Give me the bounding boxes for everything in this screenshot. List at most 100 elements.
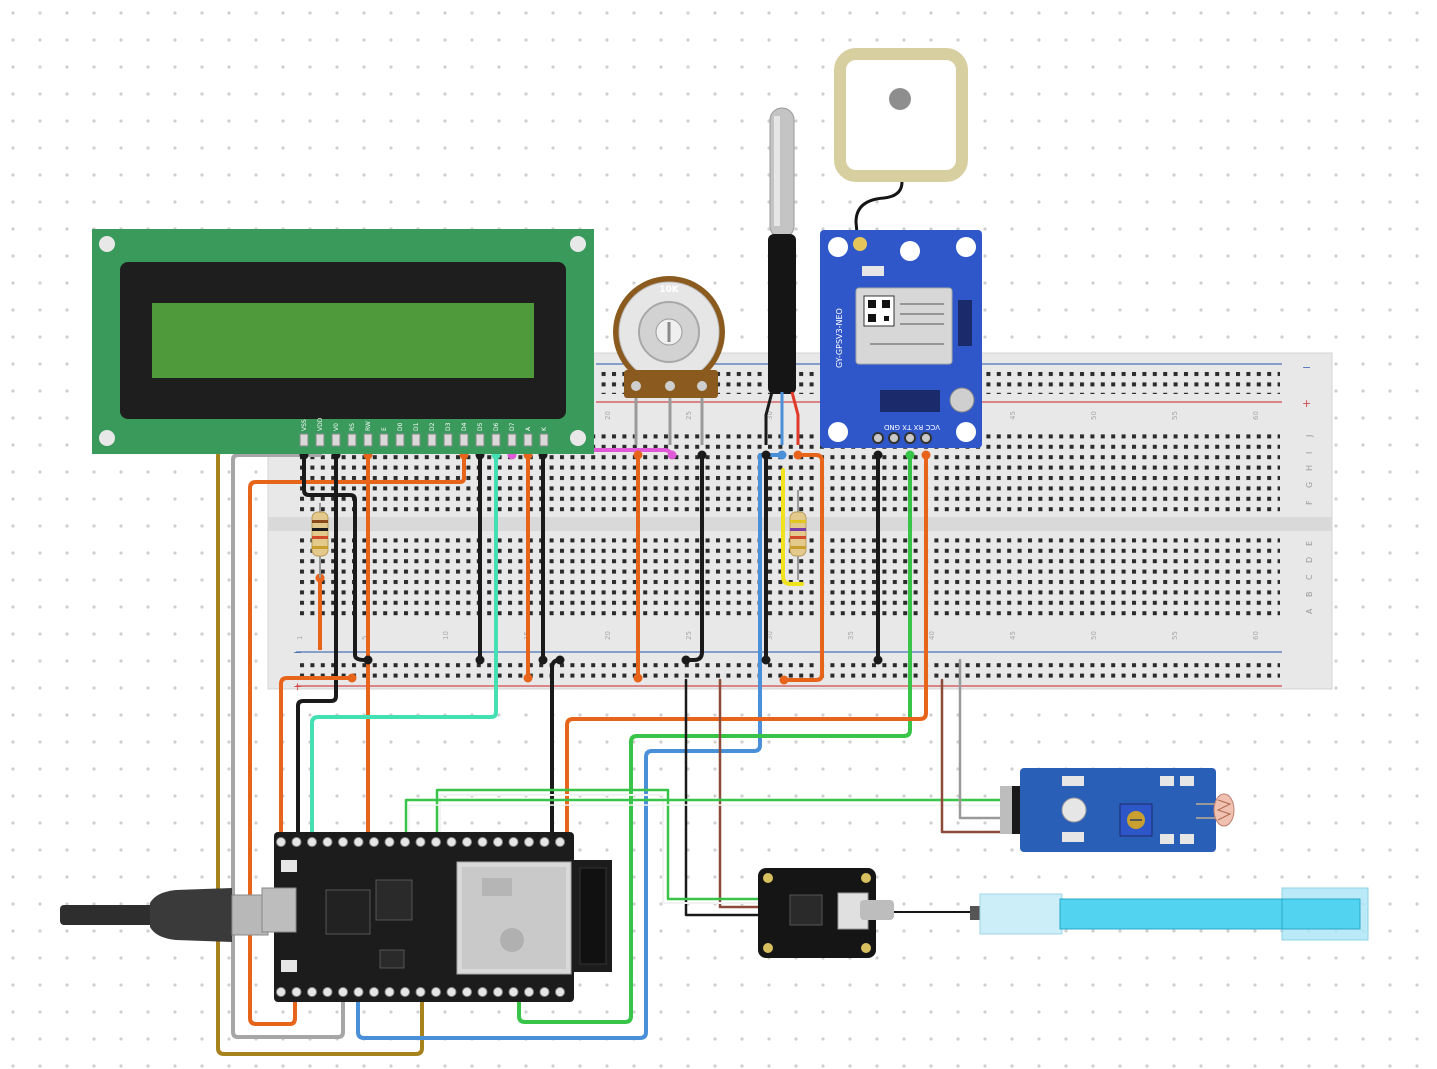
lcd-pin-label: V0 (333, 423, 340, 431)
wire-endpoint (779, 675, 789, 685)
esp32-pin-row-top (276, 837, 565, 847)
lcd-pin-label: RW (365, 421, 372, 431)
lcd-pin (475, 433, 485, 447)
lcd-pin (427, 433, 437, 447)
wire-endpoint (873, 655, 883, 665)
lcd-pin (443, 433, 453, 447)
lcd-pin-label: D5 (477, 422, 484, 431)
rail-minus-top: − (1302, 361, 1311, 374)
wire-orange-gps (565, 453, 928, 847)
esp32-pin (462, 837, 472, 847)
esp32-pin (338, 837, 348, 847)
gps-model-label: GY-GPSV3-NEO (835, 308, 844, 368)
wire-endpoint (681, 655, 691, 665)
lcd-pin (395, 433, 405, 447)
column-number: 45 (1009, 631, 1017, 640)
lcd-pin-label: E (381, 427, 388, 431)
row-letter: E (1305, 541, 1314, 546)
wire-endpoint (777, 450, 787, 460)
lcd-pin (411, 433, 421, 447)
wire-endpoint (363, 655, 373, 665)
wire-green-ph-a (435, 788, 767, 901)
column-number: 1 (296, 636, 304, 640)
wire-orange-lcd-vdd (248, 453, 466, 1026)
esp32-pin (307, 837, 317, 847)
lcd-pin (523, 433, 533, 447)
gps-pin-labels: VCC RX TX GND (884, 423, 940, 431)
rail-plus-top: + (1302, 397, 1311, 410)
esp32-pin (322, 987, 333, 997)
wire-endpoints (299, 450, 931, 685)
lcd-pin-label: K (541, 426, 548, 431)
wire-teal (310, 453, 498, 997)
esp32-pin (400, 837, 410, 847)
row-letter: J (1305, 435, 1314, 438)
column-number: 25 (685, 631, 693, 640)
row-letter: G (1305, 482, 1314, 488)
esp32-pin (555, 837, 565, 847)
esp32-pin (431, 837, 441, 847)
column-number: 40 (928, 631, 936, 640)
lcd-pin-label: D2 (429, 422, 436, 431)
wire-black-gnd (296, 453, 338, 842)
esp32-pin (322, 837, 333, 847)
esp32-devkit (261, 832, 612, 1002)
pot-label: 10K (659, 285, 680, 295)
resistor-lcd (311, 503, 329, 650)
wire-endpoint (873, 450, 883, 460)
lcd-pin-label: D0 (397, 422, 404, 431)
esp32-pin (446, 837, 457, 847)
lcd-pin-label: A (525, 426, 532, 431)
wire-white-ph (439, 794, 766, 904)
column-number: 55 (1171, 631, 1179, 640)
lcd-pin (459, 433, 469, 447)
esp32-pin (493, 987, 503, 997)
lcd-pin-label: D3 (445, 422, 452, 431)
wire-orange-rail (279, 676, 354, 842)
lcd-pin-label: VSS (301, 419, 308, 431)
gps-antenna-icon (834, 48, 968, 245)
lcd-pin-label: D7 (509, 422, 516, 431)
row-letter: B (1305, 592, 1314, 598)
potentiometer-knob-icon (638, 301, 700, 363)
wire-endpoint (538, 655, 548, 665)
gps-module: GY-GPSV3-NEO VCC RX TX GND (820, 230, 982, 448)
lcd-pin (299, 433, 309, 447)
column-number: 30 (766, 631, 774, 640)
esp32-pin (291, 837, 302, 847)
wire-endpoint (555, 655, 565, 665)
esp32-pin (493, 837, 503, 847)
wire-endpoint (761, 450, 771, 460)
column-number: 20 (604, 411, 612, 420)
esp32-pin (276, 987, 286, 997)
ph-sensor-board (758, 868, 975, 958)
lcd-pin (539, 433, 549, 447)
potentiometer: 10K (613, 276, 725, 445)
resistor-temp (789, 490, 807, 580)
column-number: 45 (1009, 411, 1017, 420)
rail-plus-bottom: + (293, 680, 302, 693)
column-number: 35 (847, 631, 855, 640)
esp32-pin (353, 987, 364, 997)
wire-endpoint (347, 673, 357, 683)
wire-endpoint (697, 450, 707, 460)
wire-gray (231, 453, 345, 1039)
row-letter: H (1305, 465, 1314, 471)
esp32-pin (508, 837, 519, 847)
column-number: 30 (766, 411, 774, 420)
esp32-pin (539, 987, 550, 997)
column-number: 60 (1252, 631, 1260, 640)
esp32-pin (477, 837, 488, 847)
wire-black-lcd-rw (302, 453, 367, 662)
esp32-pin (539, 837, 550, 847)
row-letter: D (1305, 557, 1314, 563)
esp32-pin (338, 987, 348, 997)
lcd-pin (363, 433, 373, 447)
wire-blue (356, 453, 784, 1040)
esp32-pin (524, 987, 534, 997)
esp32-pin (307, 987, 317, 997)
esp32-pin (353, 837, 364, 847)
temperature-probe (764, 107, 800, 445)
esp32-pin (462, 987, 472, 997)
